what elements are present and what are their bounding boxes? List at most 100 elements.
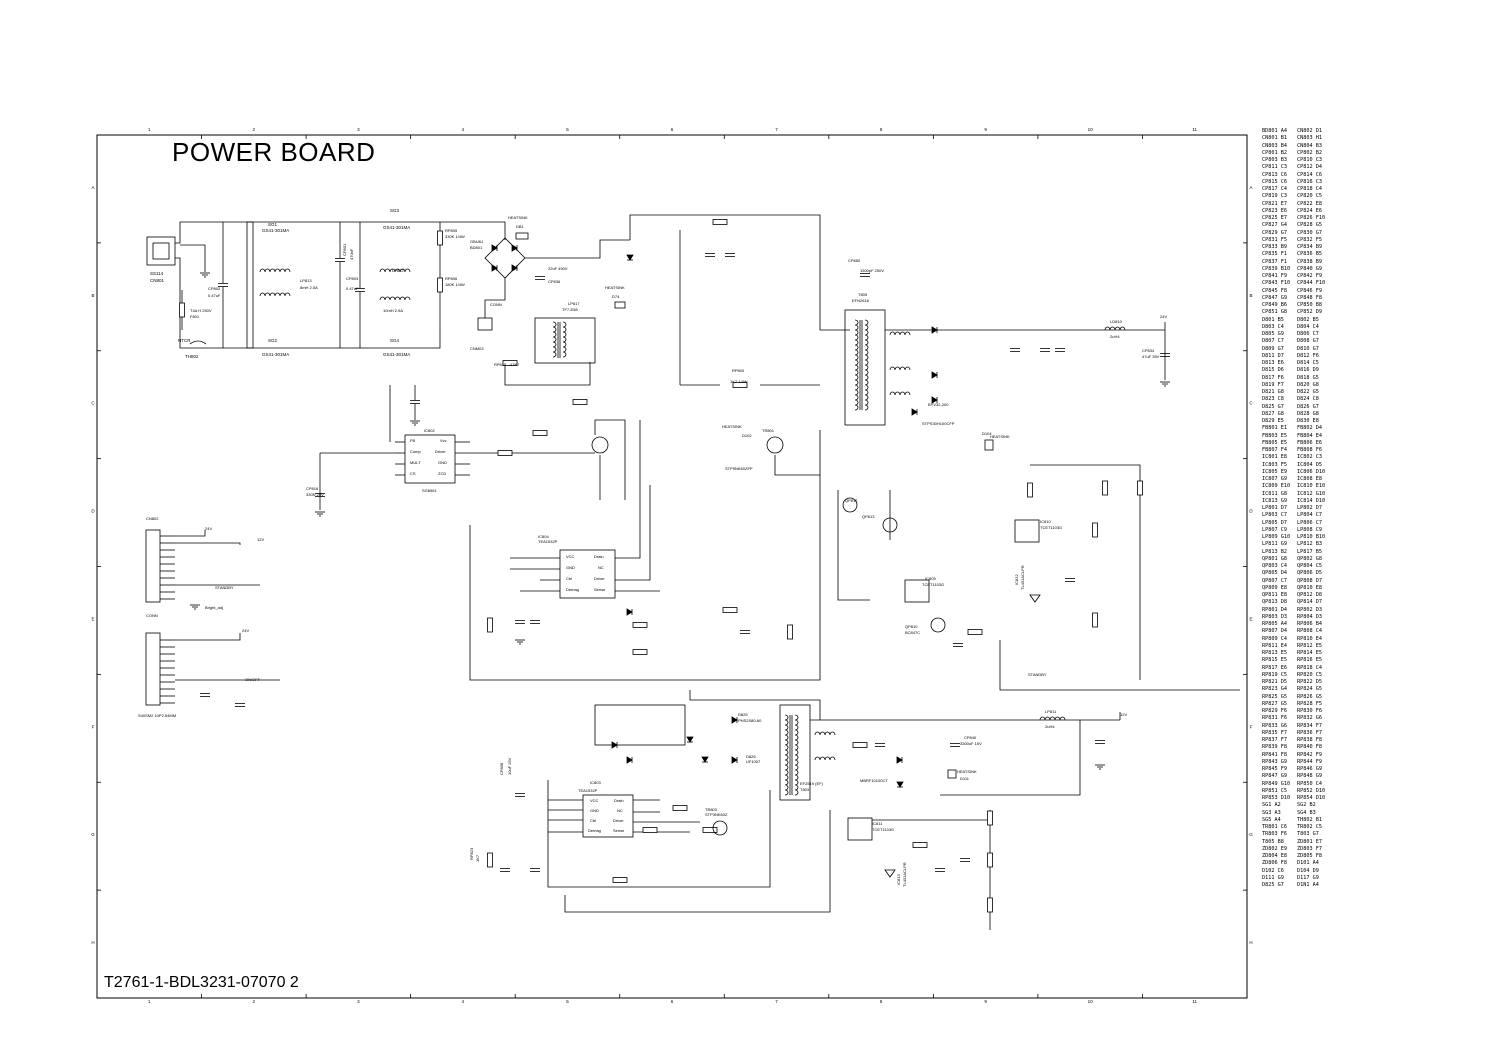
- grid-col-label: 2: [253, 999, 256, 1004]
- label-rp823v: 1K7: [475, 854, 480, 862]
- resistor: [912, 842, 928, 848]
- index-cell: CP832 F5: [1297, 236, 1322, 243]
- grid-row-label: E: [1249, 616, 1252, 621]
- label-d74: D74: [612, 294, 620, 299]
- label-ic802_mult: MULT: [410, 460, 421, 465]
- wire: [525, 239, 630, 259]
- index-cell: D817 F6: [1262, 374, 1284, 381]
- index-cell: RP836 F7: [1297, 729, 1322, 736]
- ic803-package: [582, 794, 634, 838]
- cn803-connector: [145, 632, 161, 706]
- index-cell: QP807 C7: [1262, 577, 1287, 584]
- label-d825: D825: [738, 712, 748, 717]
- inductor: [562, 321, 567, 358]
- grid-row-label: F: [92, 724, 95, 729]
- index-cell: D825 G7: [1262, 403, 1284, 410]
- index-cell: RP811 E4: [1262, 642, 1287, 649]
- index-cell: RP846 G9: [1297, 766, 1322, 772]
- label-ic804_demag: Demag: [566, 587, 579, 592]
- grid-col-label: 9: [984, 999, 987, 1004]
- index-cell: ZD806 F8: [1262, 860, 1287, 867]
- connector: [477, 317, 493, 331]
- index-cell: IC801 E8: [1262, 454, 1287, 461]
- label-ic804_drain: Drain: [594, 554, 604, 559]
- wire: [594, 419, 626, 500]
- grid-col-label: 8: [880, 999, 883, 1004]
- index-cell: QP810 E8: [1297, 584, 1322, 591]
- index-cell: RP824 G5: [1297, 686, 1322, 693]
- snubber-network: [594, 704, 686, 746]
- label-d826v: UF1007: [746, 759, 761, 764]
- index-cell: CP819 C3: [1262, 193, 1287, 200]
- index-cell: CP847 G9: [1262, 294, 1287, 301]
- label-f801: F801: [190, 314, 200, 319]
- grid-col-label: 2: [253, 127, 256, 132]
- index-cell: RP833 G6: [1262, 722, 1287, 729]
- index-cell: IC802 C3: [1297, 454, 1322, 461]
- wire: [760, 214, 850, 331]
- index-cell: LP817 B5: [1297, 548, 1322, 555]
- resistor: [437, 277, 443, 293]
- inductor: [379, 296, 411, 301]
- index-cell: D808 G7: [1297, 338, 1319, 345]
- grid-col-label: 3: [357, 127, 360, 132]
- grid-row-label: A: [1249, 185, 1252, 190]
- grid-row-label: G: [91, 832, 95, 837]
- resistor: [612, 877, 628, 883]
- grid-col-label: 6: [671, 127, 674, 132]
- label-heatsink1: HEATSINK: [508, 215, 528, 220]
- label-ic803_drain: Drain: [614, 798, 624, 803]
- grid-col-label: 10: [1088, 127, 1094, 132]
- index-cell: RP813 E5: [1262, 650, 1287, 656]
- index-cell: T805 B8: [1262, 838, 1284, 845]
- label-lp817v: TF7-E58: [562, 307, 578, 312]
- label-sg1v: GS41-301MA: [262, 228, 289, 233]
- label-ic802_fb: FB: [410, 438, 415, 443]
- diode: [896, 781, 904, 788]
- index-cell: TR803 F6: [1262, 831, 1287, 838]
- grid-row-label: B: [1249, 293, 1252, 298]
- index-cell: D828 G8: [1297, 410, 1319, 417]
- label-qp810: QP810: [905, 624, 918, 629]
- index-cell: CP815 C6: [1262, 178, 1287, 185]
- label-cnm03bv: S40SM2 10P2.54MM: [138, 713, 176, 718]
- index-cell: FB801 E1: [1262, 425, 1287, 432]
- index-cell: D807 C7: [1262, 338, 1284, 345]
- label-f801v: T4A H 250V: [190, 308, 212, 313]
- index-cell: CP802 B2: [1297, 149, 1322, 156]
- wire: [774, 455, 820, 476]
- inductor: [552, 321, 557, 358]
- label-lp813v: 8mH 2.5A: [300, 285, 318, 290]
- label-ic802_vcc: Vcc: [440, 438, 447, 443]
- index-cell: D821 G8: [1262, 389, 1284, 395]
- label-ic811v: TCET1103G: [872, 827, 894, 832]
- index-cell: CP837 F1: [1262, 258, 1287, 265]
- diode: [491, 244, 498, 252]
- index-cell: D801 B5: [1262, 316, 1284, 323]
- index-cell: LP802 D7: [1297, 505, 1322, 511]
- index-cell: IC812 G10: [1297, 490, 1326, 497]
- label-cp801v: 470nF: [349, 248, 354, 260]
- label-cp801: CP801: [342, 243, 347, 256]
- resistor: [179, 302, 185, 318]
- index-cell: RP826 G5: [1297, 693, 1322, 700]
- label-ic803_demag: Demag: [588, 828, 601, 833]
- grid-row-label: H: [1249, 940, 1252, 945]
- diode: [491, 264, 498, 272]
- label-ic809: IC809: [925, 576, 936, 581]
